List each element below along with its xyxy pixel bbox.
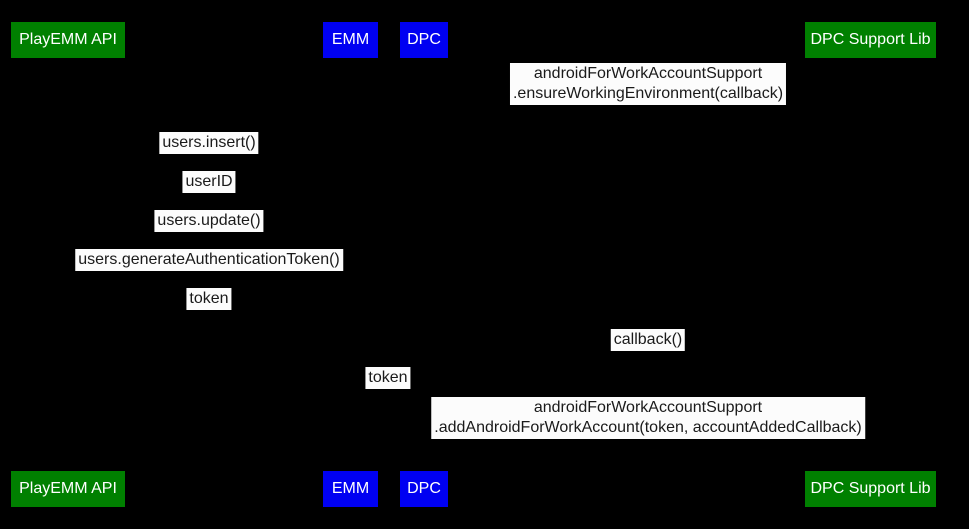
message-ensure-working-environment: androidForWorkAccountSupport .ensureWork… bbox=[509, 63, 787, 105]
participant-playemm-api-bottom: PlayEMM API bbox=[11, 471, 125, 507]
participant-dpc-support-lib-bottom: DPC Support Lib bbox=[805, 471, 936, 507]
participant-emm-bottom: EMM bbox=[323, 471, 378, 507]
message-callback: callback() bbox=[610, 329, 686, 351]
message-users-generate-authentication-token: users.generateAuthenticationToken() bbox=[75, 249, 343, 271]
message-add-android-for-work-account: androidForWorkAccountSupport .addAndroid… bbox=[431, 397, 865, 439]
message-line: androidForWorkAccountSupport bbox=[533, 399, 763, 416]
participant-playemm-api-top: PlayEMM API bbox=[11, 22, 125, 58]
message-users-insert: users.insert() bbox=[159, 132, 259, 154]
message-line: .ensureWorkingEnvironment(callback) bbox=[512, 85, 784, 102]
participant-dpc-bottom: DPC bbox=[400, 471, 448, 507]
message-users-update: users.update() bbox=[154, 210, 264, 232]
message-line: androidForWorkAccountSupport bbox=[533, 65, 763, 82]
participant-dpc-top: DPC bbox=[400, 22, 448, 58]
message-line: .addAndroidForWorkAccount(token, account… bbox=[434, 419, 862, 436]
participant-emm-top: EMM bbox=[323, 22, 378, 58]
message-token-reply: token bbox=[186, 288, 232, 310]
message-user-id: userID bbox=[182, 171, 236, 193]
message-token-forward: token bbox=[365, 367, 411, 389]
participant-dpc-support-lib-top: DPC Support Lib bbox=[805, 22, 936, 58]
